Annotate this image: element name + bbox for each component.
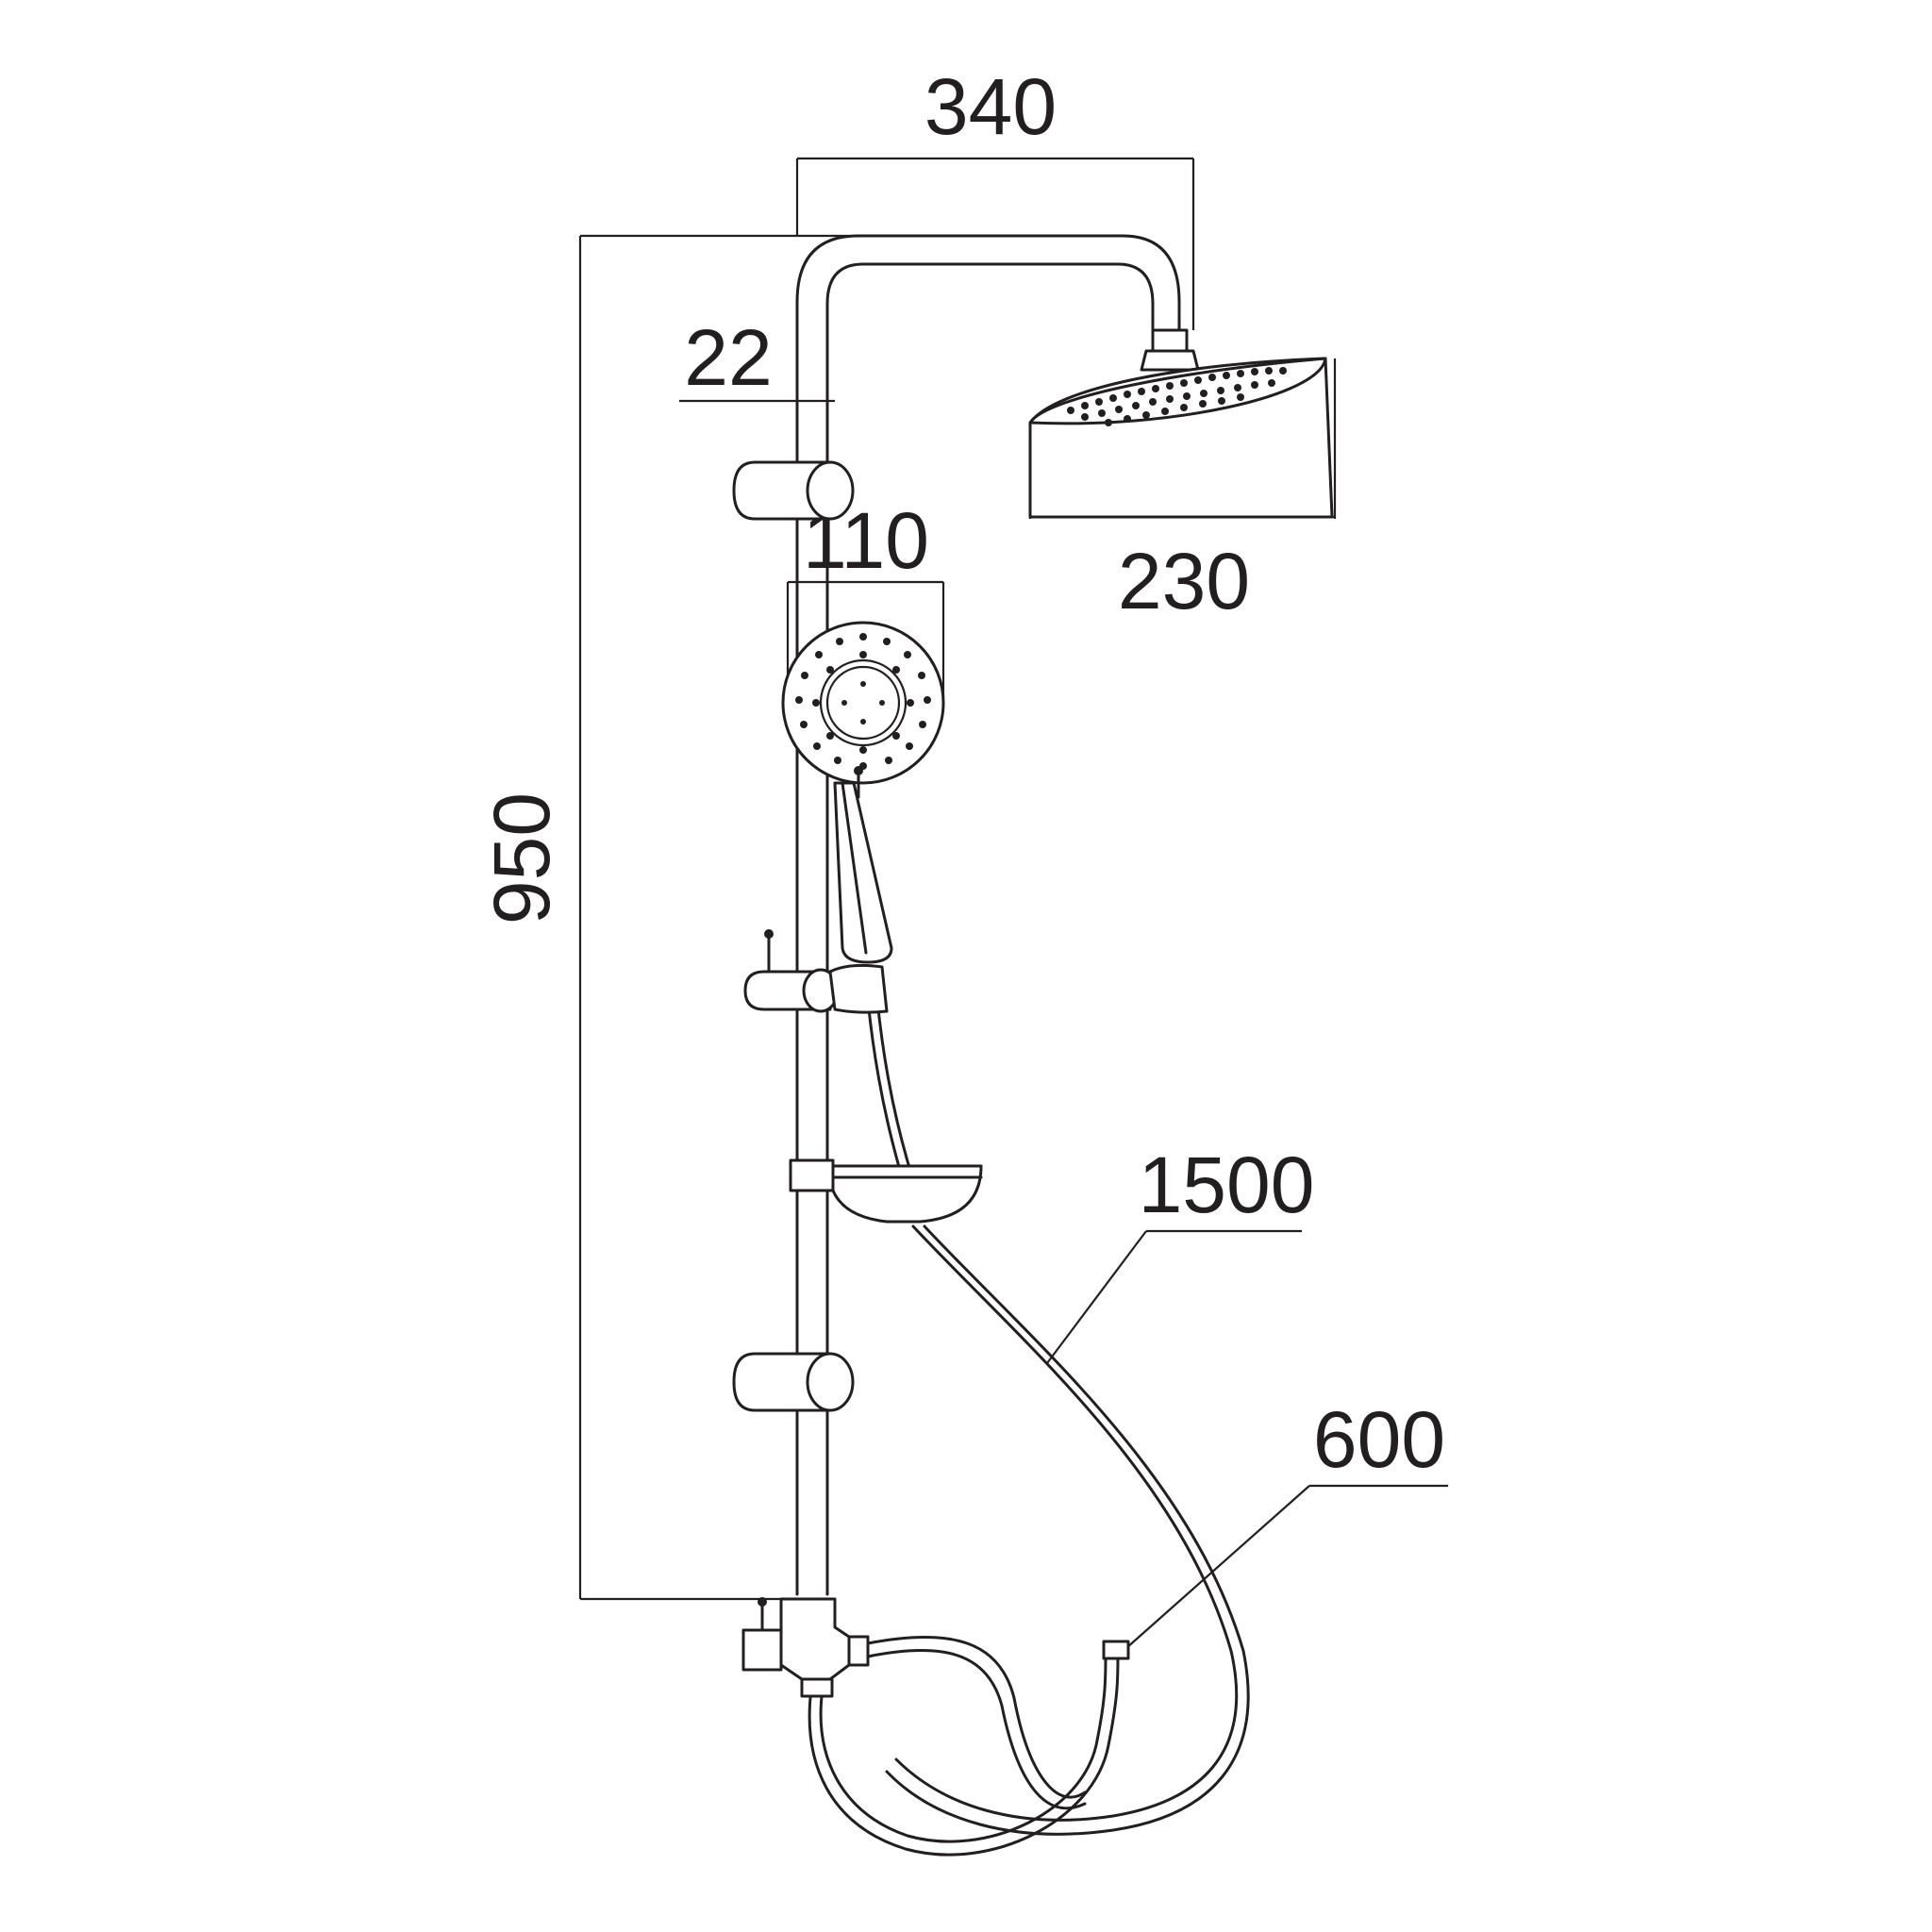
hand-shower — [781, 621, 945, 964]
diverter-valve — [741, 1597, 1130, 1698]
diverter-hose — [866, 1635, 1087, 1810]
hand-shower-hose — [866, 998, 1250, 1836]
overhead-nozzle-pattern — [1067, 367, 1287, 426]
dimension-lower-hose-length: 600 — [1313, 1395, 1445, 1484]
dimension-arm-offset: 22 — [684, 313, 772, 402]
dimension-overall-width: 340 — [924, 62, 1057, 151]
slide-holder — [743, 929, 889, 1014]
upper-wall-bracket — [732, 460, 855, 521]
soap-dish — [789, 1158, 983, 1224]
hand-shower-nozzles — [795, 633, 931, 770]
dimension-hose-length: 1500 — [1139, 1141, 1315, 1229]
dimension-total-height: 950 — [477, 792, 566, 924]
dimension-overhead-diameter: 230 — [1118, 537, 1250, 625]
lower-wall-bracket — [732, 1352, 855, 1412]
overhead-shower — [1028, 328, 1334, 519]
riser-rail — [795, 234, 1181, 1596]
lower-hose — [808, 1654, 1120, 1857]
dimension-lines — [578, 157, 1448, 1657]
